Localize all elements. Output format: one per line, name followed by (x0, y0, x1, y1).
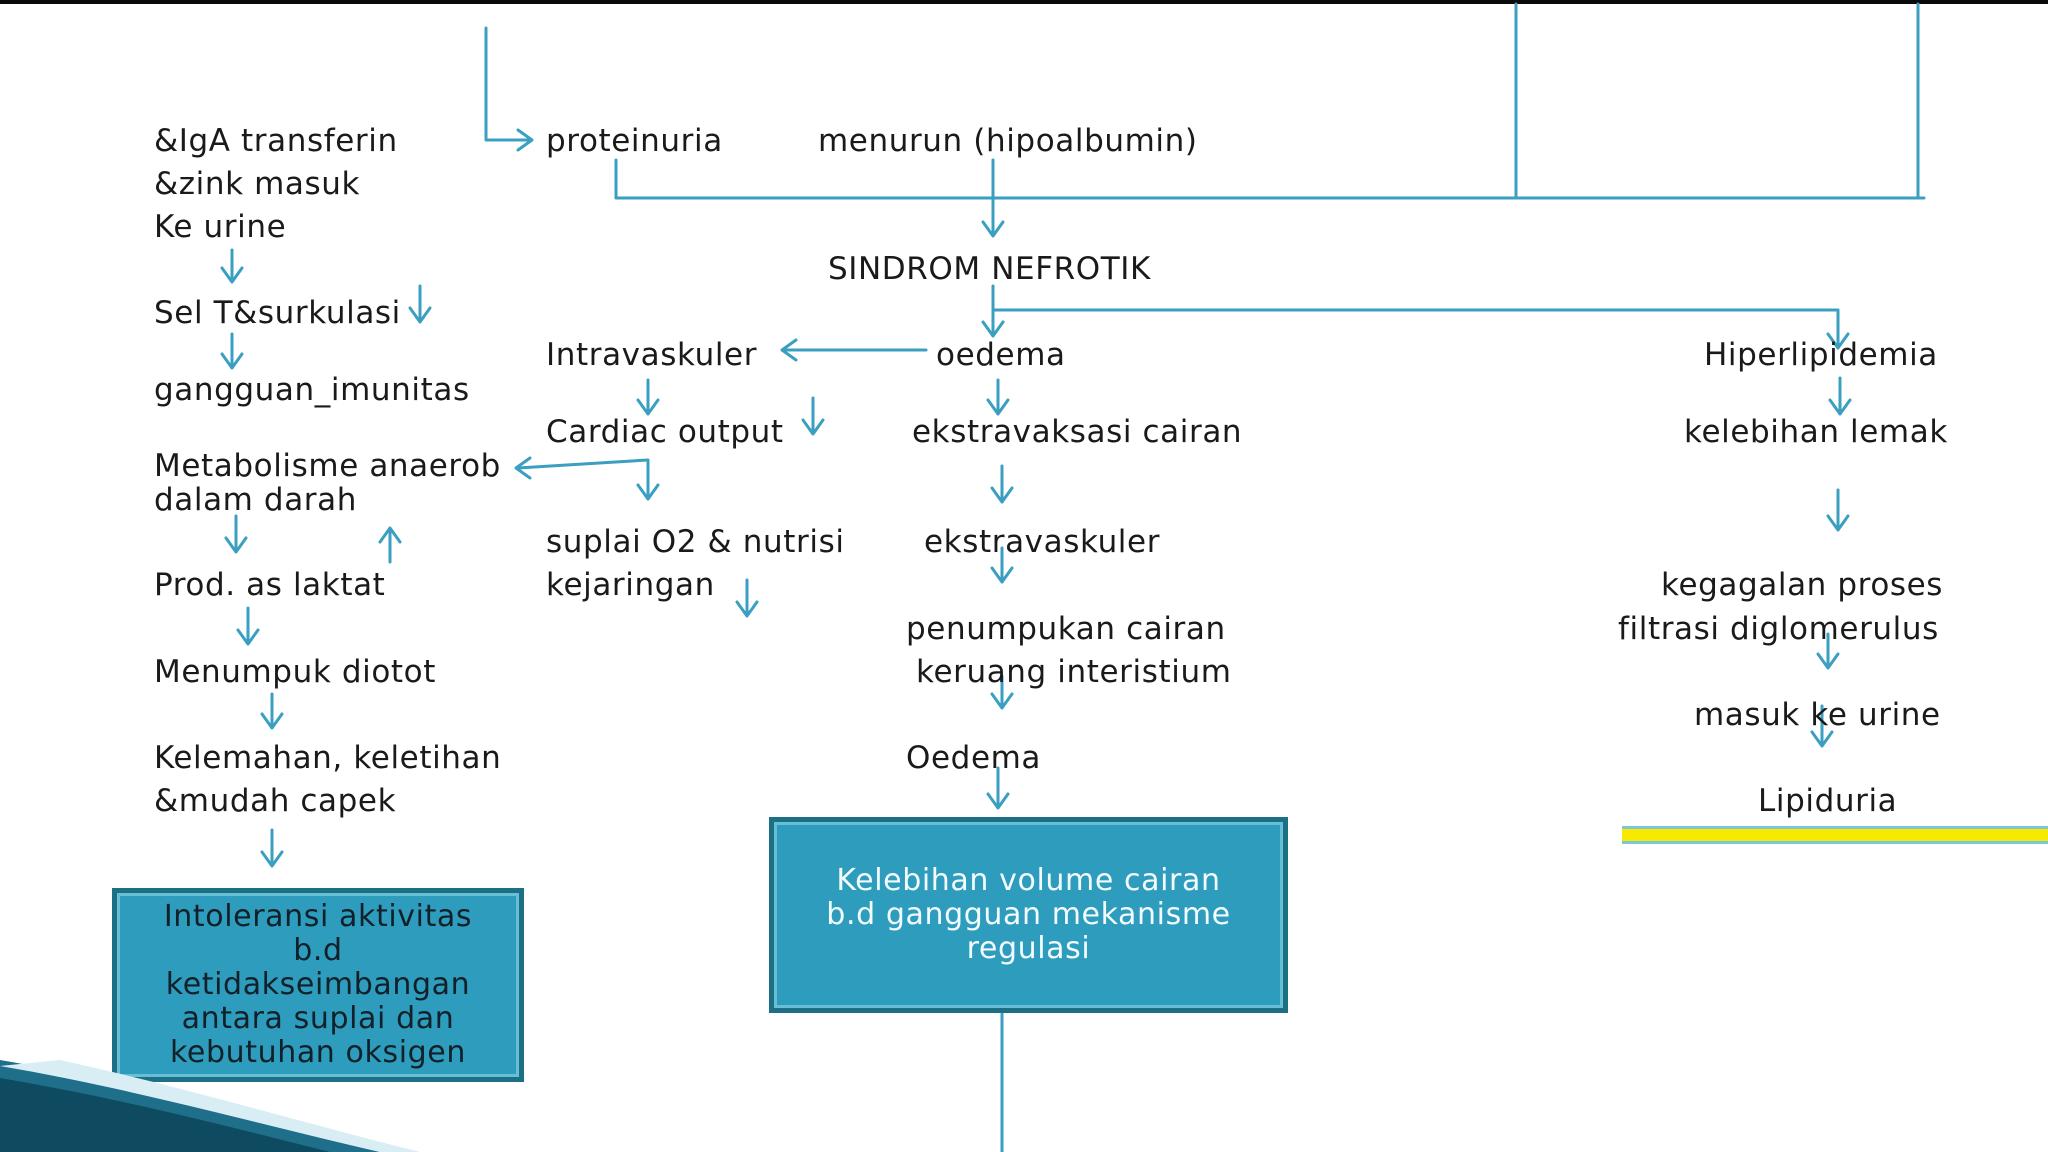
arrowhead (260, 850, 284, 868)
node-suplai-line1: suplai O2 & nutrisi (546, 524, 845, 560)
node-ekstravaksasi: ekstravaksasi cairan (912, 414, 1243, 450)
node-cardiac-output: Cardiac output (546, 414, 784, 450)
node-sel-t: Sel T&surkulasi (154, 295, 401, 331)
node-menumpuk: Menumpuk diotot (154, 654, 436, 690)
diagnosis-box-kelebihan-volume: Kelebihan volume cairan b.d gangguan mek… (769, 817, 1288, 1013)
node-sindrom-nefrotik: SINDROM NEFROTIK (828, 251, 1151, 287)
arrowhead (780, 338, 798, 362)
arrowhead (990, 692, 1014, 710)
node-oedema-final: Oedema (906, 740, 1042, 776)
node-suplai-line2: kejaringan (546, 567, 715, 603)
diagnosis-box-intoleransi: Intoleransi aktivitas b.d ketidakseimban… (112, 888, 524, 1082)
diagnosis-line: b.d gangguan mekanisme (826, 897, 1231, 932)
arrowhead (981, 320, 1005, 338)
node-hiperlipidemia: Hiperlipidemia (1704, 337, 1938, 373)
node-masuk-urine: masuk ke urine (1694, 697, 1941, 733)
node-iga-line3: Ke urine (154, 209, 287, 245)
connector-collector (614, 158, 1926, 200)
diagnosis-line: regulasi (966, 931, 1091, 966)
node-gangguan-imunitas: gangguan_imunitas (154, 372, 470, 408)
diagnosis-line: ketidakseimbangan (165, 967, 471, 1002)
node-penumpukan-line2: keruang interistium (916, 654, 1232, 690)
arrowhead (990, 486, 1014, 504)
arrowhead (516, 128, 534, 152)
corner-decoration (0, 1060, 420, 1152)
arrowhead (735, 600, 759, 618)
arrowhead (514, 456, 532, 480)
arrowhead (408, 306, 432, 324)
diagnosis-line: Kelebihan volume cairan (836, 863, 1221, 898)
arrowhead (1826, 332, 1850, 350)
connector-cardiac-metabolisme (516, 458, 650, 499)
highlight-bar (1622, 826, 2048, 844)
arrowhead (1828, 398, 1852, 416)
arrowhead (981, 220, 1005, 238)
arrowhead (986, 792, 1010, 810)
node-iga-line1: &IgA transferin (154, 123, 398, 159)
connector-to-proteinuria (484, 26, 532, 142)
arrowhead (236, 628, 260, 646)
node-penumpukan-line1: penumpukan cairan (906, 611, 1226, 647)
node-lipiduria: Lipiduria (1758, 783, 1898, 819)
node-metabolisme-line2: dalam darah (154, 482, 357, 518)
diagnosis-line: antara suplai dan (181, 1001, 455, 1036)
arrowhead (990, 566, 1014, 584)
node-kelebihan-lemak: kelebihan lemak (1684, 414, 1948, 450)
node-kelemahan-line1: Kelemahan, keletihan (154, 740, 502, 776)
diagnosis-line: Intoleransi aktivitas (163, 899, 473, 934)
node-hipoalbumin: menurun (hipoalbumin) (818, 123, 1198, 159)
arrowhead (224, 536, 248, 554)
node-kegagalan-line1: kegagalan proses (1661, 567, 1944, 603)
connector-to-hiperlipidemia (991, 308, 1840, 348)
node-intravaskuler: Intravaskuler (546, 337, 758, 373)
arrowhead (220, 266, 244, 284)
arrowhead (1810, 730, 1834, 748)
node-prod-laktat: Prod. as laktat (154, 567, 386, 603)
node-kelemahan-line2: &mudah capek (154, 783, 397, 819)
node-ekstravaskuler: ekstravaskuler (924, 524, 1161, 560)
top-border (0, 0, 2048, 4)
arrowhead (1826, 514, 1850, 532)
arrowhead (1816, 652, 1840, 670)
arrowhead (260, 712, 284, 730)
arrowhead (220, 352, 244, 370)
arrowhead (636, 483, 660, 501)
arrowhead (378, 526, 402, 544)
node-metabolisme-line1: Metabolisme anaerob (154, 448, 501, 484)
arrowhead (801, 418, 825, 436)
arrowhead (636, 398, 660, 416)
node-kegagalan-line2: filtrasi diglomerulus (1618, 611, 1939, 647)
arrowhead (986, 398, 1010, 416)
node-oedema: oedema (936, 337, 1066, 373)
diagnosis-text-intoleransi: Intoleransi aktivitas b.d ketidakseimban… (164, 900, 472, 1070)
diagnosis-line: b.d (293, 933, 343, 968)
node-proteinuria: proteinuria (546, 123, 723, 159)
diagnosis-text-kelebihan-volume: Kelebihan volume cairan b.d gangguan mek… (826, 864, 1230, 966)
diagnosis-line: kebutuhan oksigen (170, 1035, 466, 1070)
node-iga-line2: &zink masuk (154, 166, 361, 202)
